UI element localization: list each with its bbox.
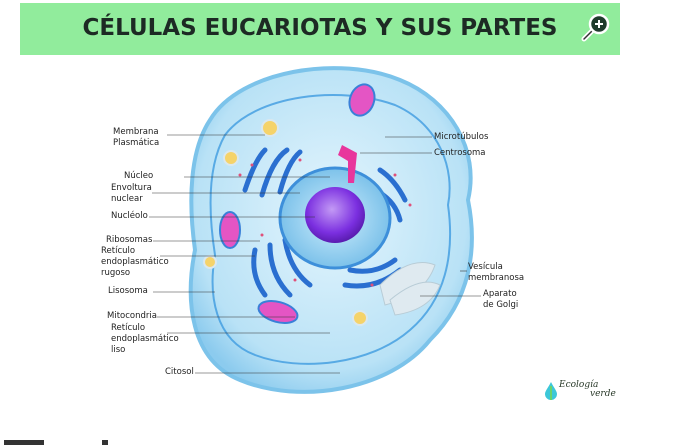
label-vesicula-membranosa: Vesícula membranosa: [468, 262, 525, 283]
water-drop-icon: [545, 382, 557, 400]
zoom-in-magnifier-icon: [581, 13, 610, 42]
label-nucleo: Núcleo: [124, 171, 154, 181]
lysosomes: [203, 119, 368, 326]
logo-text-verde: verde: [590, 389, 616, 399]
zoom-in-button[interactable]: [576, 11, 612, 47]
label-microtubulos: Microtúbulos: [434, 132, 489, 142]
label-reticulo-liso: Retículo endoplasmático liso: [111, 323, 179, 355]
label-centrosoma: Centrosoma: [434, 148, 486, 158]
ecologia-verde-logo: Ecología verde: [545, 380, 620, 402]
leader-lines: [149, 134, 481, 374]
title-banner: CÉLULAS EUCARIOTAS Y SUS PARTES: [20, 3, 620, 55]
rough-er: [242, 147, 408, 298]
cropped-text-fragment: [102, 440, 108, 445]
label-lisosoma: Lisosoma: [108, 286, 148, 296]
label-citosol: Citosol: [165, 367, 194, 377]
label-reticulo-rugoso: Retículo endoplasmático rugoso: [101, 246, 169, 278]
cropped-text-fragment: [4, 440, 44, 445]
mitochondria: [219, 83, 376, 324]
cell-diagram: [149, 66, 481, 394]
ribosomes: [238, 158, 412, 287]
label-ribosomas: Ribosomas: [106, 235, 153, 245]
nucleolus: [305, 187, 365, 243]
label-envoltura-nuclear: Envoltura nuclear: [111, 183, 152, 204]
label-aparato-golgi: Aparato de Golgi: [483, 289, 519, 310]
golgi-apparatus: [379, 262, 441, 316]
centrosome: [338, 145, 357, 183]
page-title: CÉLULAS EUCARIOTAS Y SUS PARTES: [82, 15, 558, 41]
label-nucleolo: Nucléolo: [111, 211, 148, 221]
label-mitocondria: Mitocondria: [107, 311, 157, 321]
label-membrana-plasmatica: Membrana Plasmática: [113, 127, 160, 148]
logo-text-ecologia: Ecología: [559, 380, 599, 390]
